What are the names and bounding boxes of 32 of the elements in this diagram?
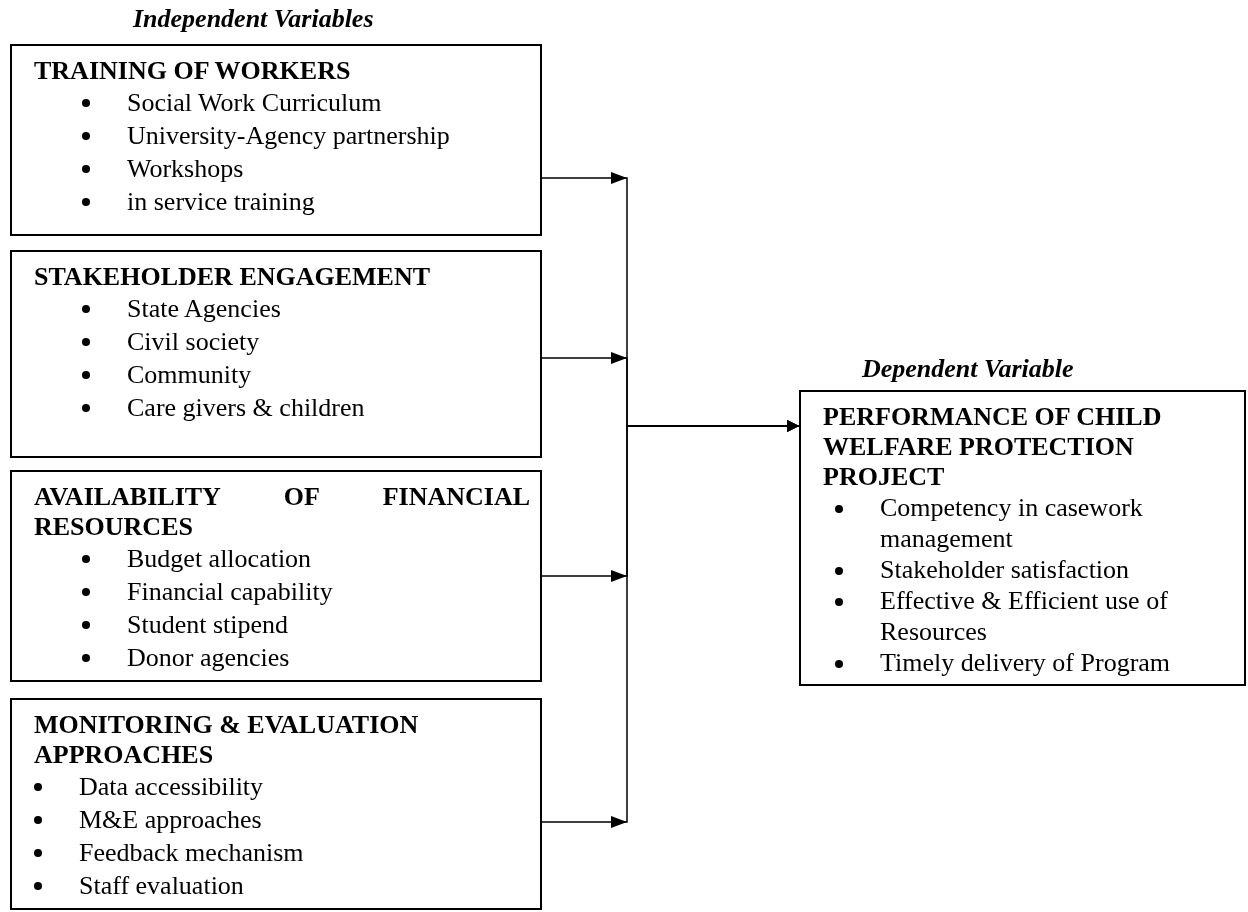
list-item: Care givers & children xyxy=(127,393,365,422)
variable-box xyxy=(799,390,1246,686)
variable-box xyxy=(10,44,542,236)
box-heading: MONITORING & EVALUATION APPROACHES xyxy=(34,710,420,770)
list-item: Staff evaluation xyxy=(79,871,244,900)
variable-box xyxy=(10,470,542,682)
list-item: Data accessibility xyxy=(79,772,264,801)
variable-box xyxy=(10,698,542,910)
list-item: Student stipend xyxy=(127,610,289,639)
box-heading: STAKEHOLDER ENGAGEMENT xyxy=(34,262,432,292)
list-item: Financial capability xyxy=(127,577,333,606)
box-heading: TRAINING OF WORKERS xyxy=(34,56,352,86)
box-heading: AVAILABILITY OF FINANCIAL RESOURCES xyxy=(34,482,530,542)
list-item: Timely delivery of Program xyxy=(880,648,1171,677)
group-heading: Independent Variables xyxy=(133,4,374,34)
list-item: Effective & Efficient use of Resources xyxy=(880,586,1168,646)
list-item: Competency in casework management xyxy=(880,493,1143,553)
list-item: State Agencies xyxy=(127,294,281,323)
list-item: University-Agency partnership xyxy=(127,121,450,150)
list-item: in service training xyxy=(127,187,315,216)
list-item: Feedback mechanism xyxy=(79,838,304,867)
list-item: Workshops xyxy=(127,154,244,183)
list-item: Budget allocation xyxy=(127,544,312,573)
list-item: Civil society xyxy=(127,327,260,356)
list-item: Stakeholder satisfaction xyxy=(880,555,1130,584)
box-heading: PERFORMANCE OF CHILD WELFARE PROTECTION PROJECT xyxy=(823,402,1163,492)
list-item: Social Work Curriculum xyxy=(127,88,382,117)
variable-box xyxy=(10,250,542,458)
list-item: M&E approaches xyxy=(79,805,262,834)
list-item: Community xyxy=(127,360,252,389)
group-heading: Dependent Variable xyxy=(862,354,1074,384)
list-item: Donor agencies xyxy=(127,643,290,672)
